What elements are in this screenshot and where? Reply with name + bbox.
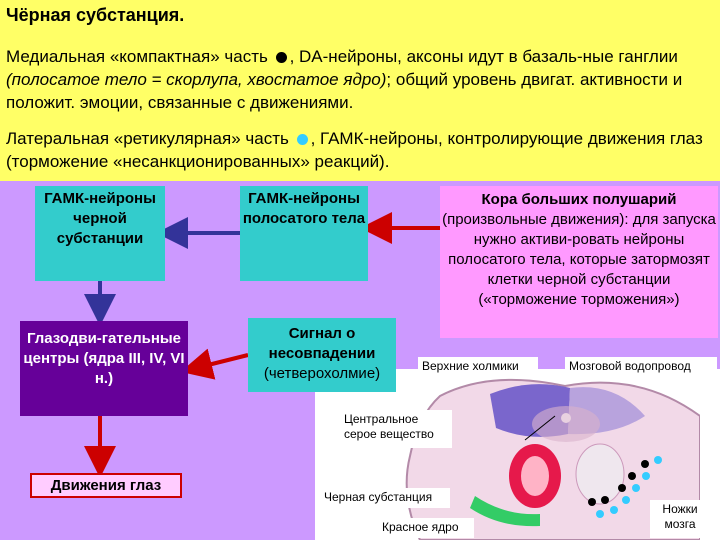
arrow-mismatch-to-gaze [180,348,249,380]
label-red-nucleus: Красное ядро [378,518,474,538]
page-title: Чёрная субстанция. [6,5,185,25]
medial-part-rest: ; общий уровень двигат. активности и пол… [6,70,683,112]
medial-part-italic: (полосатое тело = скорлупа, хвостатое яд… [6,70,387,89]
label-superior-colliculi: Верхние холмики [418,357,538,377]
nigra-dot [618,484,626,492]
nigra-dots [588,456,662,518]
label-aqueduct: Мозговой водопровод [565,357,717,377]
red-nucleus-left-inner [521,456,549,496]
nigra-dot [628,472,636,480]
cortex-text: (произвольные движения): для запуска нуж… [442,211,716,308]
central-gray-shape [532,406,600,442]
gaba-neurons-sn-box: ГАМК-нейроны черной субстанции [35,186,165,281]
nigra-dot [610,506,618,514]
nigra-dot [641,460,649,468]
lateral-part-description: Латеральная «ретикулярная» часть , ГАМК-… [6,127,714,173]
cortex-title: Кора больших полушарий [481,191,677,208]
black-dot-icon [275,52,287,64]
nigra-dot [642,472,650,480]
gaba-neurons-striatum-box: ГАМК-нейроны полосатого тела [240,186,368,281]
mismatch-signal-box: Сигнал о несовпадении (четверохолмие) [248,318,396,392]
substantia-nigra-left [470,496,540,527]
pointer-line [524,415,556,441]
mismatch-title: Сигнал о несовпадении [268,325,376,362]
cerebral-cortex-box: Кора больших полушарий (произвольные дви… [440,186,718,338]
red-nucleus-right [575,443,625,505]
nigra-dot [588,498,596,506]
lateral-part-lead: Латеральная «ретикулярная» часть [6,129,289,148]
mismatch-sub: (четверохолмие) [263,365,381,382]
midbrain-section-illustration [405,378,700,540]
nigra-dot [596,510,604,518]
nigra-dot [654,456,662,464]
eye-movements-box: Движения глаз [30,473,182,498]
medial-part-lead: Медиальная «компактная» часть [6,47,268,66]
label-central-gray: Центральное серое вещество [340,410,452,448]
lateral-part-text: , ГАМК-нейроны, контролирующие движения … [6,129,703,171]
header-panel [0,0,720,181]
gaze-centers-box: Глазодви-гательные центры (ядра III, IV,… [20,321,188,416]
nigra-dot [601,496,609,504]
blue-dot-icon [296,134,308,146]
nigra-dot [622,496,630,504]
medial-part-text: , DA-нейроны, аксоны идут в базаль-ные г… [289,47,678,66]
label-cerebral-peduncles: Ножки мозга [650,500,710,538]
medial-part-description: Медиальная «компактная» часть , DA-нейро… [6,45,714,114]
nigra-dot [632,484,640,492]
label-substantia-nigra: Черная субстанция [320,488,450,508]
